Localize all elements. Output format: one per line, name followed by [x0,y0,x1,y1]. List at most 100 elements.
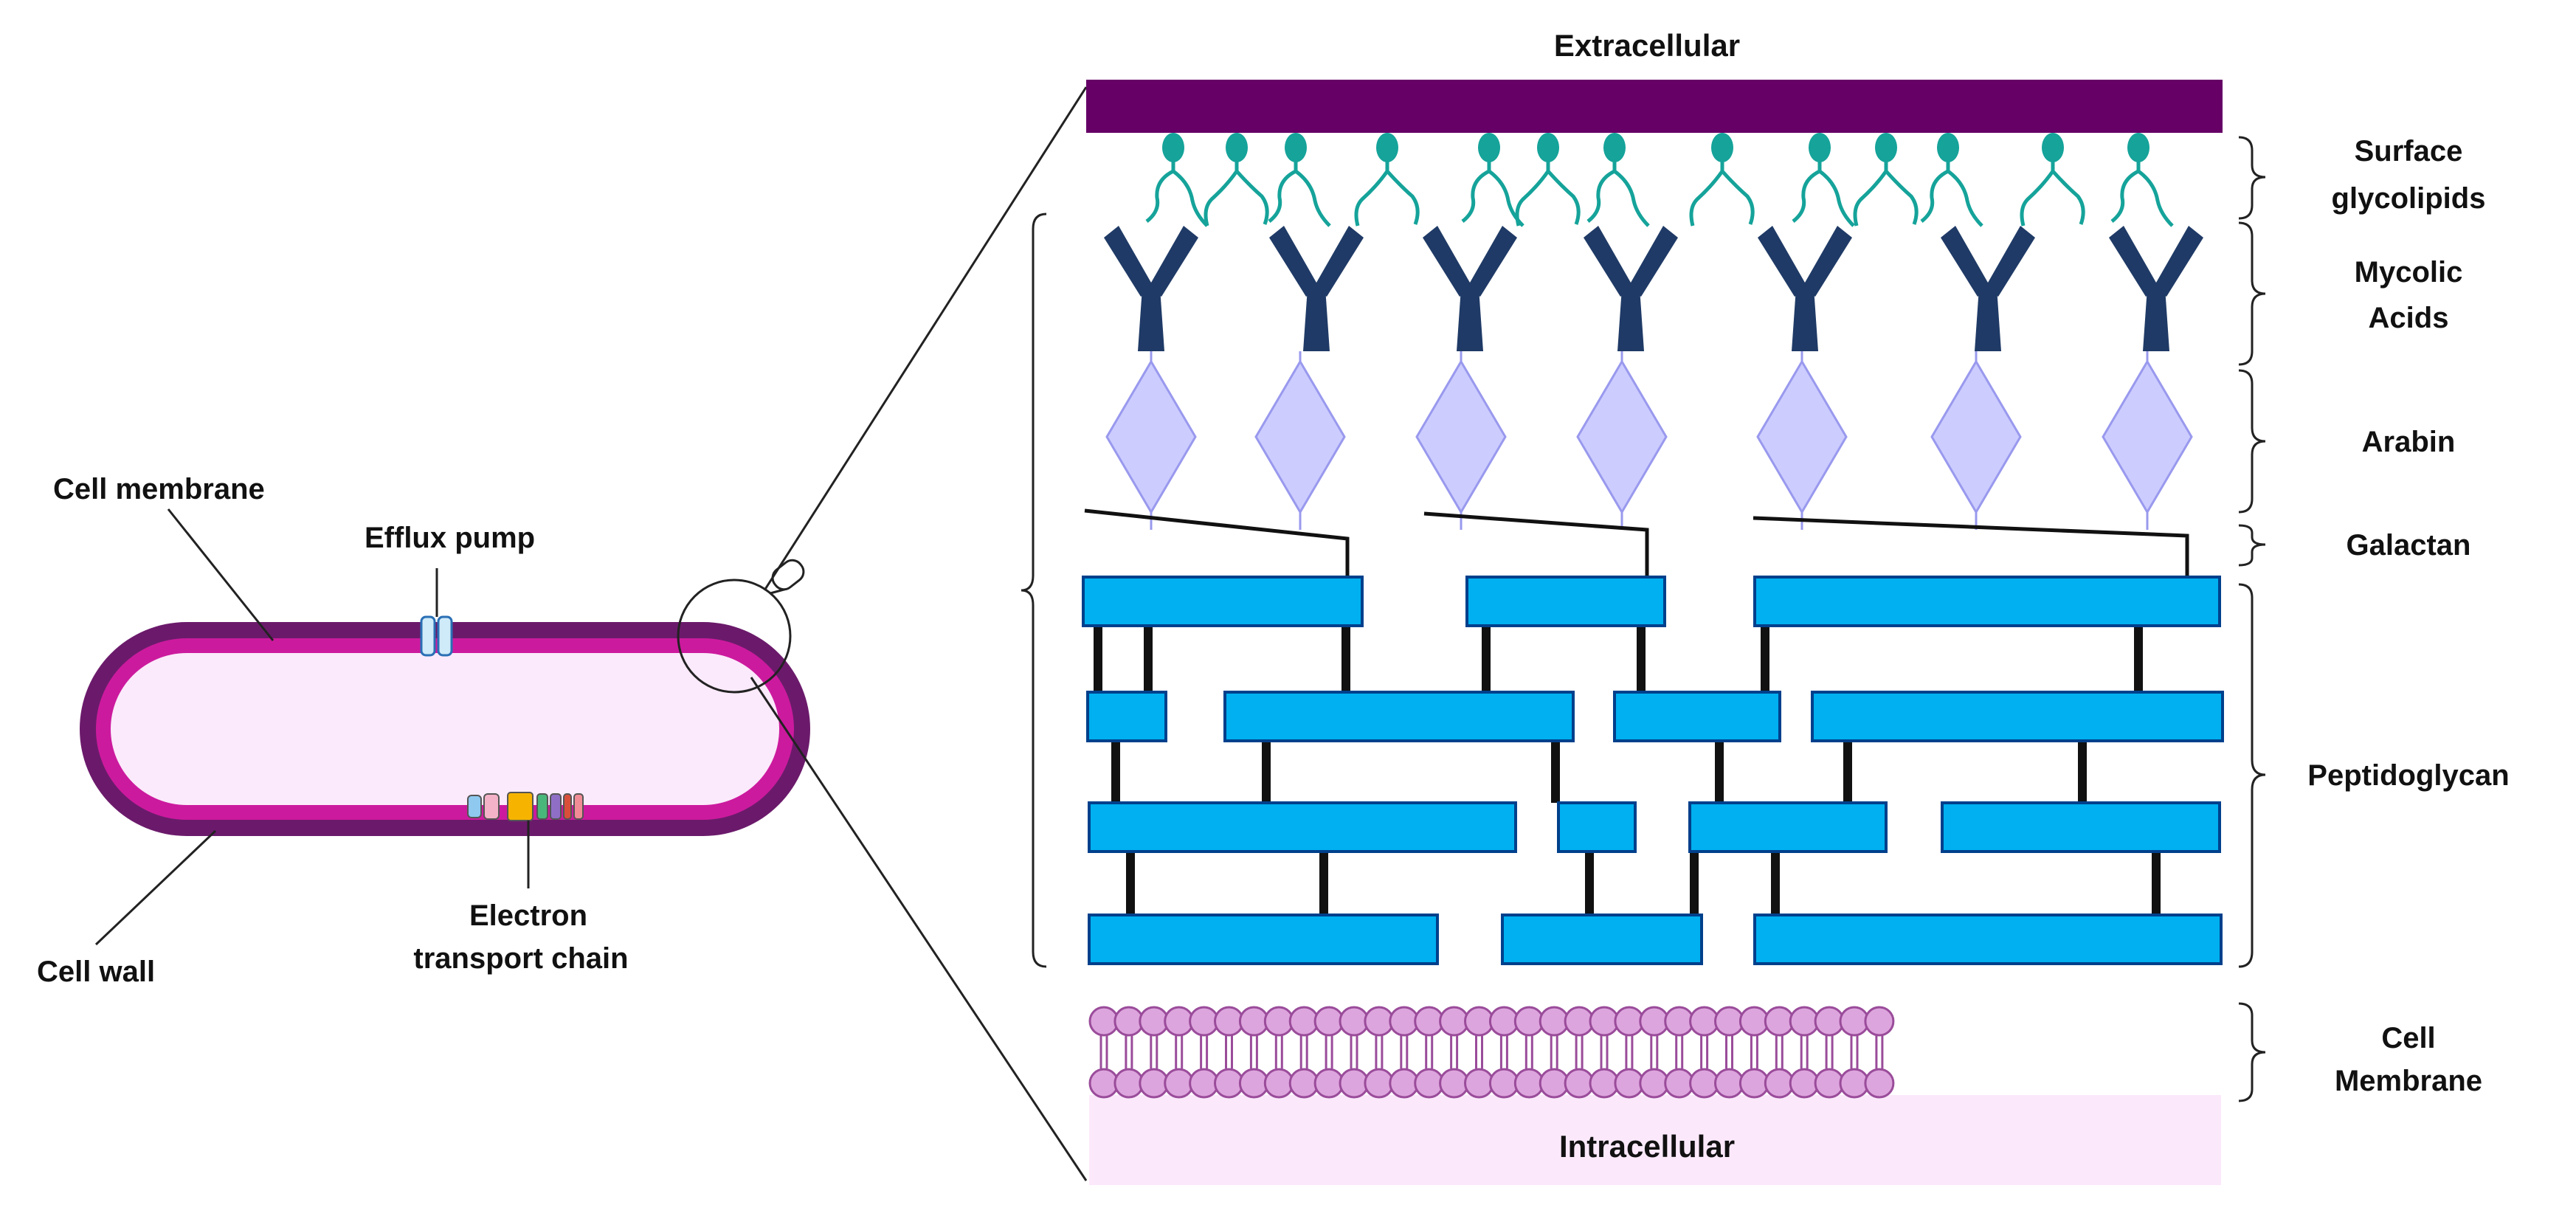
cytoplasm [111,653,779,805]
etc-protein-icon [467,792,584,821]
bracket-galactan [2238,524,2266,567]
phospholipid [1389,1006,1420,1099]
phospholipid [1113,1006,1144,1099]
phospholipid [1839,1006,1870,1099]
label-etc-line2: transport chain [413,942,628,975]
mycolic-acid [1758,226,1852,351]
lipid-bilayer [1088,1006,1895,1099]
arabin-unit [1576,351,1668,530]
glycan-strand [1082,576,1364,627]
phospholipid [1414,1006,1445,1099]
glycan-strand [1753,914,2223,965]
glycan-strand [1501,914,1703,965]
bracket-peptidoglycan [2238,583,2266,968]
glycan-strand [1753,576,2221,627]
label-efflux-pump: Efflux pump [365,522,535,554]
phospholipid [1589,1006,1620,1099]
glycolipid [1792,133,1855,227]
phospholipid [1539,1006,1570,1099]
glycolipid [1689,133,1755,227]
label-surface-line2: glycolipids [2332,182,2486,215]
label-galactan: Galactan [2347,529,2471,562]
glycolipid [2110,133,2174,227]
efflux-pump-icon [420,615,453,657]
arabin-unit [1254,351,1346,530]
glycan-strand [1088,914,1439,965]
label-etc-line1: Electron [469,899,587,932]
phospholipid [1689,1006,1720,1099]
phospholipid [1139,1006,1170,1099]
arabin-unit [2102,351,2193,530]
phospholipid [1464,1006,1494,1099]
phospholipid [1738,1006,1769,1099]
galactan-chain [1753,516,2189,577]
glycolipid [1853,133,1919,227]
mycolic-acid [1269,226,1364,351]
phospholipid [1439,1006,1470,1099]
label-intracellular: Intracellular [1559,1129,1735,1164]
phospholipid [1088,1006,1119,1099]
phospholipid [1664,1006,1695,1099]
glycan-strand [1088,801,1517,853]
glycolipid [1204,133,1269,227]
mycolic-acid [1104,226,1198,351]
label-cell-wall: Cell wall [37,956,155,988]
arabin-unit [1105,351,1197,530]
mycolic-acid [1941,226,2035,351]
phospholipid [1164,1006,1195,1099]
glycan-strand [1223,691,1575,742]
bracket-arabin [2238,369,2266,514]
phospholipid [1614,1006,1645,1099]
glycolipid [1268,133,1331,227]
bracket-icon [1021,213,1047,968]
phospholipid [1364,1006,1395,1099]
bracket-mycolic-acids [2238,221,2266,366]
glycan-strand [1811,691,2224,742]
glycan-strand [1941,801,2221,853]
layer-brackets [2238,136,2266,1102]
outer-membrane-bar [1086,80,2223,133]
phospholipid [1564,1006,1595,1099]
mycolic-acids-layer [1104,226,2203,351]
phospholipid [1339,1006,1370,1099]
glycolipid [1354,133,1420,227]
label-surface-line1: Surface [2355,135,2463,168]
glycolipid [1145,133,1209,227]
zoom-line-bottom [750,677,1088,1181]
arabin-unit [1415,351,1507,530]
phospholipid [1238,1006,1269,1099]
phospholipid [1214,1006,1244,1099]
phospholipid [1789,1006,1820,1099]
peptidoglycan-layer [1082,576,2224,965]
arabin-unit [1930,351,2022,530]
label-cell-membrane-line1: Cell [2381,1022,2435,1054]
glycolipid [1515,133,1581,227]
label-peptidoglycan: Peptidoglycan [2307,759,2509,792]
magnifier-icon [677,559,805,694]
label-cell-membrane-line2: Membrane [2335,1065,2482,1097]
galactan-chain [1423,511,1649,577]
phospholipid [1764,1006,1795,1099]
leader-cell-membrane [167,508,274,641]
layer-labels: Surface glycolipids Mycolic Acids Arabin… [2307,135,2509,1097]
phospholipid [1864,1006,1895,1099]
arabin-layer [1105,351,2193,530]
mycolic-acid [1423,226,1517,351]
phospholipid [1814,1006,1845,1099]
glycan-strand [1086,691,1167,742]
label-extracellular: Extracellular [1554,28,1740,63]
phospholipid [1263,1006,1294,1099]
envelope-detail: Extracellular Intracellular [1021,28,2510,1185]
mycolic-acid [1584,226,1678,351]
glycolipid [1920,133,1983,227]
phospholipid [1313,1006,1344,1099]
glycolipid [1586,133,1650,227]
phospholipid [1639,1006,1670,1099]
leader-cell-wall [94,829,217,946]
glycan-strand [1613,691,1781,742]
arabin-unit [1756,351,1848,530]
glycolipid [2020,133,2085,227]
surface-glycolipids-layer [1145,133,2174,227]
galactan-layer [1084,508,2189,577]
